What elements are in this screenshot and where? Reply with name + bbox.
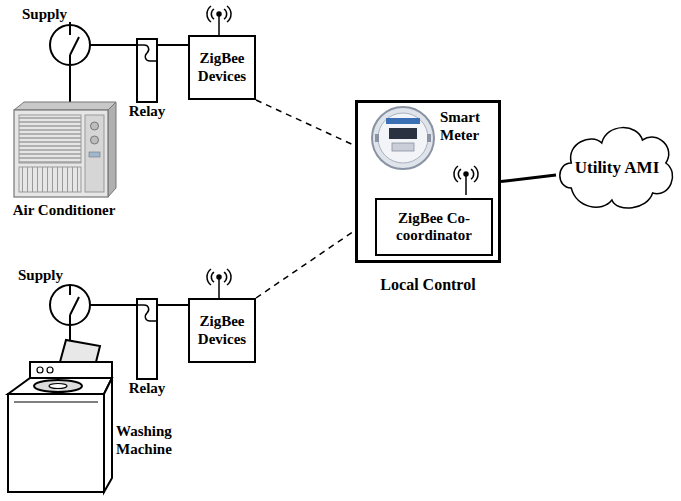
- air-conditioner: [14, 102, 116, 197]
- appliance-label: Air Conditioner: [2, 201, 126, 219]
- cloud-shape: Utility AMI: [556, 118, 678, 218]
- meter-label: Smart Meter: [440, 108, 496, 144]
- device-box: ZigBee Devices: [188, 35, 256, 100]
- relay-box: Relay: [136, 298, 158, 380]
- node-label: Utility AMI: [575, 158, 660, 178]
- relay-symbol: [138, 300, 156, 326]
- antenna: [207, 6, 231, 35]
- wireless-link: [256, 230, 355, 298]
- device-box: ZigBee Co-coordinator: [375, 198, 493, 256]
- supply-switch: [50, 22, 136, 104]
- node-label: ZigBee Co-coordinator: [377, 210, 491, 245]
- washing-machine: [8, 340, 112, 492]
- relay-symbol: [138, 40, 156, 66]
- connector-line: [158, 304, 188, 306]
- relay-box: Relay: [136, 38, 158, 103]
- supply-switch: [50, 284, 136, 346]
- antenna: [207, 269, 231, 298]
- supply-label: Supply: [18, 266, 88, 284]
- appliance-label: Washing Machine: [116, 422, 188, 458]
- connector-line: [501, 175, 556, 182]
- supply-label: Supply: [22, 5, 92, 23]
- node-heading: Local Control: [380, 276, 475, 294]
- smart-meter: [372, 107, 434, 169]
- wireless-link: [256, 100, 355, 146]
- connector-line: [158, 44, 188, 46]
- node-heading: Relay: [129, 380, 166, 397]
- node-label: ZigBee Devices: [190, 50, 254, 85]
- node-label: ZigBee Devices: [190, 313, 254, 348]
- device-box: ZigBee Devices: [188, 298, 256, 363]
- node-heading: Relay: [129, 103, 166, 120]
- antenna: [454, 166, 478, 195]
